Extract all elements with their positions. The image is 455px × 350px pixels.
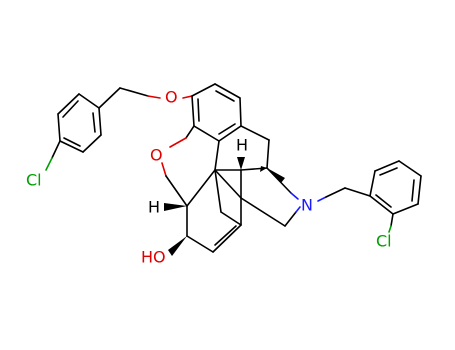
- bond: [57, 113, 61, 142]
- bond: [197, 98, 200, 122]
- bond: [45, 157, 53, 171]
- bond: [214, 83, 241, 99]
- bond: [240, 197, 286, 227]
- bond: [375, 194, 392, 208]
- hydroxyl-label: HO: [141, 248, 166, 267]
- bond: [57, 93, 80, 115]
- left-chlorophenyl-ring: [57, 93, 102, 153]
- bond: [214, 225, 237, 246]
- bond: [193, 125, 220, 142]
- bond: [388, 225, 392, 233]
- bond: [186, 235, 214, 253]
- furan-oxygen-label: O: [150, 146, 163, 165]
- bond: [284, 211, 297, 227]
- bond: [82, 134, 102, 153]
- bond: [295, 206, 301, 213]
- bond: [398, 160, 422, 177]
- bond: [417, 175, 422, 205]
- amine-nitrogen-label: N: [301, 196, 313, 215]
- bond: [63, 137, 81, 147]
- bond: [218, 123, 236, 135]
- bond: [392, 203, 419, 215]
- right-chlorine-label: Cl: [376, 232, 392, 251]
- bond: [344, 187, 371, 197]
- bond: [186, 169, 216, 207]
- bond: [59, 140, 84, 153]
- bond: [182, 95, 193, 99]
- bond: [317, 196, 327, 202]
- wedge-bond: [164, 203, 187, 211]
- bond: [215, 90, 235, 102]
- stereo-hydrogen-top-label: H: [236, 136, 248, 155]
- bond: [98, 87, 121, 109]
- bond: [239, 97, 242, 127]
- bond: [92, 112, 96, 133]
- bond: [290, 192, 299, 200]
- bond: [185, 125, 195, 139]
- bond: [214, 140, 220, 171]
- right-chlorophenyl-ring: [369, 160, 422, 215]
- bond: [62, 100, 79, 118]
- ether-oxygen-label: O: [165, 88, 178, 107]
- hashed-bond: [168, 236, 187, 256]
- wedge-bond: [267, 168, 285, 183]
- bond: [220, 211, 242, 226]
- bond: [212, 224, 242, 253]
- bond: [191, 83, 216, 97]
- bond: [325, 187, 346, 198]
- wedge-bond: [260, 166, 267, 172]
- bond: [240, 125, 270, 141]
- stereo-hydrogen-left-label: H: [148, 198, 160, 217]
- bond: [411, 179, 415, 202]
- bond: [191, 95, 195, 127]
- bond: [169, 137, 187, 148]
- bond: [390, 213, 394, 227]
- bond: [98, 107, 102, 136]
- bond: [374, 160, 400, 172]
- bond: [266, 139, 270, 169]
- bond: [369, 195, 394, 215]
- bond: [119, 87, 149, 97]
- morphinan-aromatic-ring: [191, 83, 242, 142]
- bond: [214, 169, 222, 213]
- left-chlorine-label: Cl: [26, 171, 42, 190]
- bond: [165, 175, 188, 207]
- bond: [379, 167, 398, 176]
- bond: [147, 95, 161, 99]
- bond: [214, 169, 242, 199]
- hashed-bond: [237, 157, 245, 170]
- bond: [161, 162, 167, 177]
- bond: [369, 170, 376, 197]
- bond: [78, 93, 100, 109]
- bond: [51, 140, 61, 159]
- bond: [218, 125, 242, 142]
